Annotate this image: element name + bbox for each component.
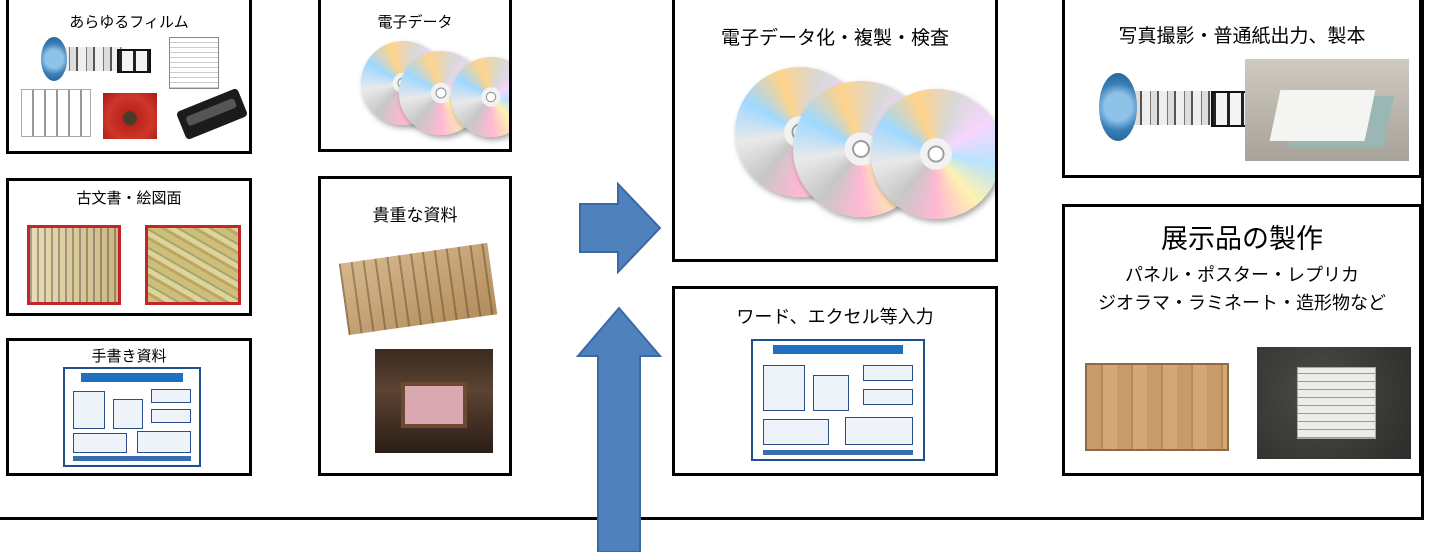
- source-title-valuable: 貴重な資料: [372, 206, 458, 226]
- film-sheet-image: [169, 37, 219, 89]
- source-title-old-documents: 古文書・絵図面: [76, 189, 182, 207]
- input-doc-thumbnail: [751, 339, 925, 461]
- handwritten-doc-thumbnail: [63, 367, 201, 467]
- old-map-image: [145, 225, 241, 305]
- service-box-digitize: 電子データ化・複製・検査: [672, 0, 998, 262]
- outer-frame: [0, 0, 1424, 520]
- source-box-old-documents: 古文書・絵図面: [6, 178, 252, 316]
- cd-disc-image: [451, 57, 509, 137]
- film-reel-image: [1093, 69, 1263, 145]
- service-title-exhibit: 展示品の製作: [1161, 224, 1323, 255]
- bound-book-image: [1245, 59, 1409, 161]
- service-title-digitize: 電子データ化・複製・検査: [720, 27, 949, 49]
- right-arrow-icon: [579, 182, 662, 274]
- kamishibai-image: [375, 349, 493, 453]
- service-title-word-excel: ワード、エクセル等入力: [736, 307, 934, 328]
- source-title-film: あらゆるフィルム: [69, 13, 189, 31]
- cd-disc-image: [871, 89, 995, 219]
- service-exhibit-line2: ジオラマ・ラミネート・造形物など: [1098, 293, 1386, 314]
- red-photo-image: [103, 93, 157, 139]
- source-box-valuable: 貴重な資料: [318, 176, 512, 476]
- slides-image: [21, 89, 91, 137]
- source-box-film: あらゆるフィルム: [6, 0, 252, 154]
- old-document-image: [27, 225, 121, 305]
- service-title-photo-print: 写真撮影・普通紙出力、製本: [1118, 25, 1366, 47]
- up-arrow-icon: [576, 306, 662, 552]
- old-paper-image: [338, 242, 498, 336]
- service-box-exhibit: 展示品の製作 パネル・ポスター・レプリカ ジオラマ・ラミネート・造形物など: [1062, 204, 1422, 476]
- service-exhibit-line1: パネル・ポスター・レプリカ: [1125, 265, 1359, 286]
- source-box-handwritten: 手書き資料: [6, 338, 252, 476]
- source-title-electronic-data: 電子データ: [377, 13, 453, 31]
- film-reel-image: [37, 33, 151, 83]
- service-box-word-excel: ワード、エクセル等入力: [672, 286, 998, 476]
- source-title-handwritten: 手書き資料: [91, 347, 167, 365]
- source-box-electronic-data: 電子データ: [318, 0, 512, 152]
- wooden-panel-image: [1085, 363, 1229, 451]
- stone-monument-image: [1257, 347, 1411, 459]
- vhs-tape-image: [175, 87, 249, 141]
- service-box-photo-print: 写真撮影・普通紙出力、製本: [1062, 0, 1422, 178]
